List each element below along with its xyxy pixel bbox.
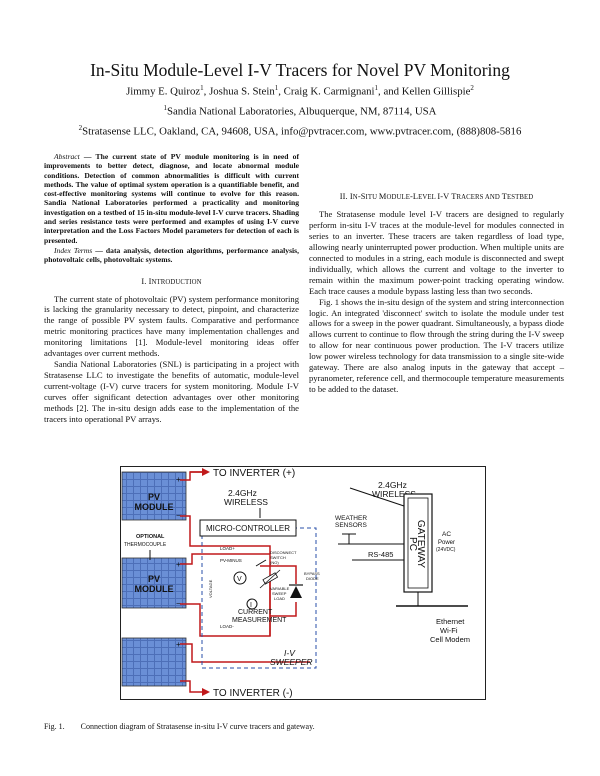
string-wiring (180, 471, 310, 693)
svg-text:Power: Power (438, 540, 455, 546)
svg-text:Ethernet: Ethernet (436, 617, 465, 626)
svg-text:VARIABLE: VARIABLE (270, 586, 290, 591)
svg-text:DIODE: DIODE (306, 576, 319, 581)
svg-text:GATEWAY: GATEWAY (415, 520, 426, 568)
affiliation-1: 1Sandia National Laboratories, Albuquerq… (163, 104, 437, 118)
svg-text:DISCONNECT: DISCONNECT (270, 550, 297, 555)
affiliation-mark: 1 (274, 84, 279, 92)
figure-1-diagram: PV MODULE PV MODULE + − + − + TO INVERTE… (120, 466, 486, 700)
svg-text:OPTIONAL: OPTIONAL (136, 534, 165, 540)
svg-text:TO INVERTER (-): TO INVERTER (-) (213, 688, 293, 699)
affiliation-mark: 1 (374, 84, 379, 92)
svg-text:MICRO-CONTROLLER: MICRO-CONTROLLER (206, 524, 290, 533)
paragraph: The current state of photovoltaic (PV) s… (44, 293, 299, 359)
paragraph: Sandia National Laboratories (SNL) is pa… (44, 359, 299, 424)
svg-text:PV: PV (148, 574, 160, 584)
svg-text:V: V (237, 576, 242, 583)
svg-text:WIRELESS: WIRELESS (224, 497, 268, 507)
ammeter-symbol: I (246, 598, 258, 610)
svg-text:WIRELESS: WIRELESS (372, 489, 416, 499)
pv-module-top: PV MODULE (121, 471, 187, 521)
author: Jimmy E. Quiroz (126, 85, 201, 98)
svg-text:LOAD-: LOAD- (220, 624, 234, 629)
svg-text:WEATHER: WEATHER (335, 515, 367, 522)
abstract: Abstract — The current state of PV modul… (44, 152, 299, 245)
svg-text:LOAD: LOAD (274, 596, 285, 601)
svg-text:−: − (176, 599, 181, 608)
svg-text:THERMOCOUPLE: THERMOCOUPLE (124, 542, 167, 548)
svg-text:PV: PV (148, 492, 160, 502)
affiliation-2: 2Stratasense LLC, Oakland, CA, 94608, US… (78, 124, 522, 138)
arrow-to-inverter-plus: TO INVERTER (+) (190, 468, 295, 479)
gateway-pc: GATEWAY PC (403, 493, 433, 593)
voltmeter-symbol: V (233, 571, 247, 585)
svg-text:VOLTAGE: VOLTAGE (208, 579, 213, 598)
bypass-diode (289, 584, 303, 598)
section-heading: I. INTRODUCTION (141, 276, 202, 286)
svg-text:SWEEP: SWEEP (272, 591, 287, 596)
author: Craig K. Carmignani (283, 85, 375, 98)
caption-text: Connection diagram of Stratasense in-sit… (80, 722, 315, 731)
index-terms-label: Index Terms (54, 245, 93, 255)
disconnect-switch (255, 559, 267, 567)
svg-text:MEASUREMENT: MEASUREMENT (232, 617, 287, 624)
svg-text:2.4GHz: 2.4GHz (228, 488, 257, 498)
pv-module-middle: PV MODULE (121, 557, 187, 609)
svg-text:AC: AC (442, 531, 451, 538)
left-column: Abstract — The current state of PV modul… (44, 152, 299, 425)
figure-caption: Fig. 1. Connection diagram of Stratasense… (44, 722, 315, 731)
paper-title: In-Situ Module-Level I-V Tracers for Nov… (90, 60, 510, 80)
weather-sensors: WEATHER SENSORS (335, 515, 404, 545)
index-terms: Index Terms — data analysis, detection a… (44, 245, 299, 265)
svg-text:PV-MINUS: PV-MINUS (220, 558, 242, 563)
variable-load (259, 569, 281, 589)
svg-text:RS-485: RS-485 (368, 550, 393, 559)
svg-text:BYPASS: BYPASS (304, 571, 320, 576)
section-heading: II. IN-SITU MODULE-LEVEL I-V TRACERS AND… (339, 192, 534, 201)
arrow-to-inverter-minus: TO INVERTER (-) (202, 688, 293, 699)
svg-text:I-V: I-V (284, 648, 296, 658)
micro-controller: MICRO-CONTROLLER (199, 519, 297, 537)
svg-text:SWITCH: SWITCH (270, 555, 286, 560)
svg-text:SENSORS: SENSORS (335, 522, 367, 529)
svg-text:+: + (176, 560, 181, 569)
svg-text:2.4GHz: 2.4GHz (378, 480, 407, 490)
right-column: II. IN-SITU MODULE-LEVEL I-V TRACERS AND… (309, 148, 564, 395)
pv-module-bottom (121, 637, 187, 687)
paragraph: Fig. 1 shows the in-situ design of the s… (309, 296, 564, 395)
svg-text:SWEEPER: SWEEPER (270, 657, 313, 667)
svg-text:MODULE: MODULE (135, 502, 174, 512)
svg-text:Wi-Fi: Wi-Fi (440, 626, 458, 635)
svg-text:CURRENT: CURRENT (238, 609, 273, 616)
author: Joshua S. Stein (209, 85, 275, 98)
abstract-label: Abstract (54, 152, 80, 161)
svg-text:LOAD+: LOAD+ (220, 546, 235, 551)
svg-text:TO INVERTER (+): TO INVERTER (+) (213, 468, 295, 479)
author: and Kellen Gillispie (383, 85, 471, 98)
affiliation-mark: 1 (200, 84, 204, 92)
svg-text:(24VDC): (24VDC) (436, 547, 456, 553)
svg-text:Cell Modem: Cell Modem (430, 635, 470, 644)
svg-text:+: + (176, 475, 181, 484)
author-line: Jimmy E. Quiroz1, Joshua S. Stein1, Crai… (126, 84, 474, 98)
svg-text:+: + (176, 640, 181, 649)
svg-text:PC: PC (407, 537, 418, 551)
svg-text:I: I (250, 602, 252, 609)
wireless-antenna-left: 2.4GHz WIRELESS (224, 488, 268, 518)
caption-label: Fig. 1. (44, 722, 65, 731)
svg-text:MODULE: MODULE (135, 584, 174, 594)
svg-text:−: − (176, 511, 181, 520)
svg-text:(NO): (NO) (270, 560, 279, 565)
affiliation-mark: 2 (470, 84, 474, 92)
paragraph: The Stratasense module level I-V tracers… (309, 208, 564, 296)
